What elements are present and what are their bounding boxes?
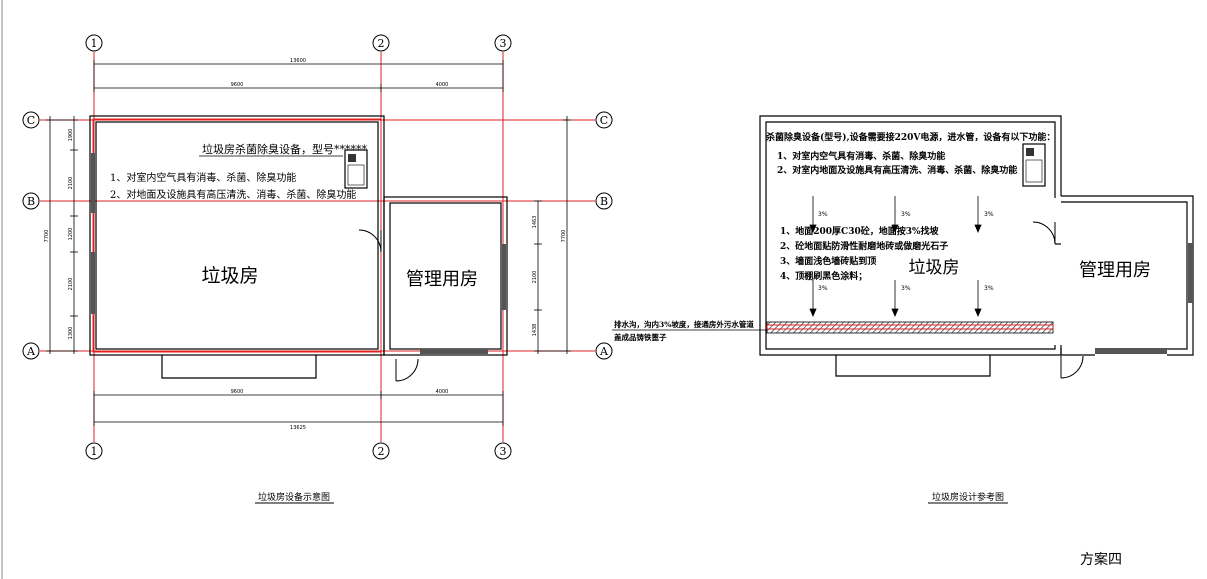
caption-left: 垃圾房设备示意图 [258, 491, 330, 503]
drain-note-line-1: 排水沟，沟内3%坡度，接通房外污水管道 [614, 319, 754, 329]
dim-left-seg1: 1900 [68, 129, 74, 142]
slope-label-1: 3% [818, 211, 828, 218]
note-line-2: 2、对室内地面及设施具有高压清洗、消毒、杀菌、除臭功能 [777, 164, 1017, 176]
function-line-2: 2、对地面及设施具有高压清洗、消毒、杀菌、除臭功能 [110, 188, 356, 201]
axis-A-left: A [26, 345, 36, 358]
scheme-label: 方案四 [1080, 551, 1122, 568]
dim-left-seg3: 1200 [68, 228, 74, 241]
slope-label-4: 3% [818, 285, 828, 292]
function-line-1: 1、对室内空气具有消毒、杀菌、除臭功能 [110, 171, 296, 184]
room-label-office: 管理用房 [406, 269, 478, 290]
axis-C-left: C [27, 114, 35, 127]
dim-left-total: 7700 [44, 230, 50, 243]
dim-bottom-left: 9600 [231, 389, 244, 395]
dim-left-seg2: 2100 [68, 177, 74, 190]
spec-line-2: 2、砼地面贴防滑性耐磨地砖或做磨光石子 [780, 240, 948, 252]
left-floor-plan: 1 2 3 1 2 3 C B A C B A 13600 9600 4000 … [22, 34, 613, 504]
axis-1-top: 1 [91, 37, 98, 50]
slope-label-3: 3% [984, 211, 994, 218]
slope-label-5: 3% [901, 285, 911, 292]
dim-top-total: 13600 [290, 58, 306, 64]
axis-3-bottom: 3 [500, 445, 507, 458]
dim-right-seg3: 1438 [532, 324, 538, 337]
note-line-1: 1、对室内空气具有消毒、杀菌、除臭功能 [777, 150, 945, 162]
room-label-main-right: 垃圾房 [909, 258, 960, 278]
note-header: 杀菌除臭设备(型号),设备需要接220V电源，进水管，设备有以下功能： [766, 131, 1055, 143]
dim-bottom-right: 4000 [436, 389, 449, 395]
drain-trench [766, 321, 1054, 334]
slope-label-6: 3% [984, 285, 994, 292]
drain-note-line-2: 盖成品铸铁篦子 [614, 332, 667, 342]
dim-right-total: 7700 [561, 230, 567, 243]
equipment-title: 垃圾房杀菌除臭设备，型号****** [202, 142, 367, 156]
room-label-office-right: 管理用房 [1079, 260, 1151, 281]
axis-B-left: B [27, 195, 35, 208]
axis-1-bottom: 1 [91, 445, 98, 458]
spec-line-4: 4、顶棚刷黑色涂料； [780, 270, 867, 282]
dim-right-seg2: 2100 [532, 271, 538, 284]
dim-top-left: 9600 [231, 82, 244, 88]
dim-top-right: 4000 [436, 82, 449, 88]
axis-3-top: 3 [500, 37, 507, 50]
caption-right: 垃圾房设计参考图 [932, 491, 1004, 503]
dim-left-seg4: 2100 [68, 278, 74, 291]
dim-right-seg1: 1463 [532, 216, 538, 229]
axis-C-right: C [600, 114, 608, 127]
dim-bottom-total: 13625 [290, 425, 306, 431]
spec-line-1: 1、地面200厚C30砼，地面按3%找坡 [780, 225, 940, 237]
axis-2-top: 2 [378, 37, 385, 50]
right-floor-plan: 3% 3% 3% 3% 3% 3% 杀菌除臭设备(型号),设备需要接220V电源… [612, 115, 1194, 504]
room-label-main: 垃圾房 [201, 265, 258, 287]
axis-A-right: A [599, 345, 609, 358]
slope-label-2: 3% [901, 211, 911, 218]
spec-line-3: 3、墙面浅色墙砖贴到顶 [780, 255, 876, 267]
axis-B-right: B [600, 195, 608, 208]
axis-2-bottom: 2 [378, 445, 385, 458]
dim-left-seg5: 1300 [68, 327, 74, 340]
